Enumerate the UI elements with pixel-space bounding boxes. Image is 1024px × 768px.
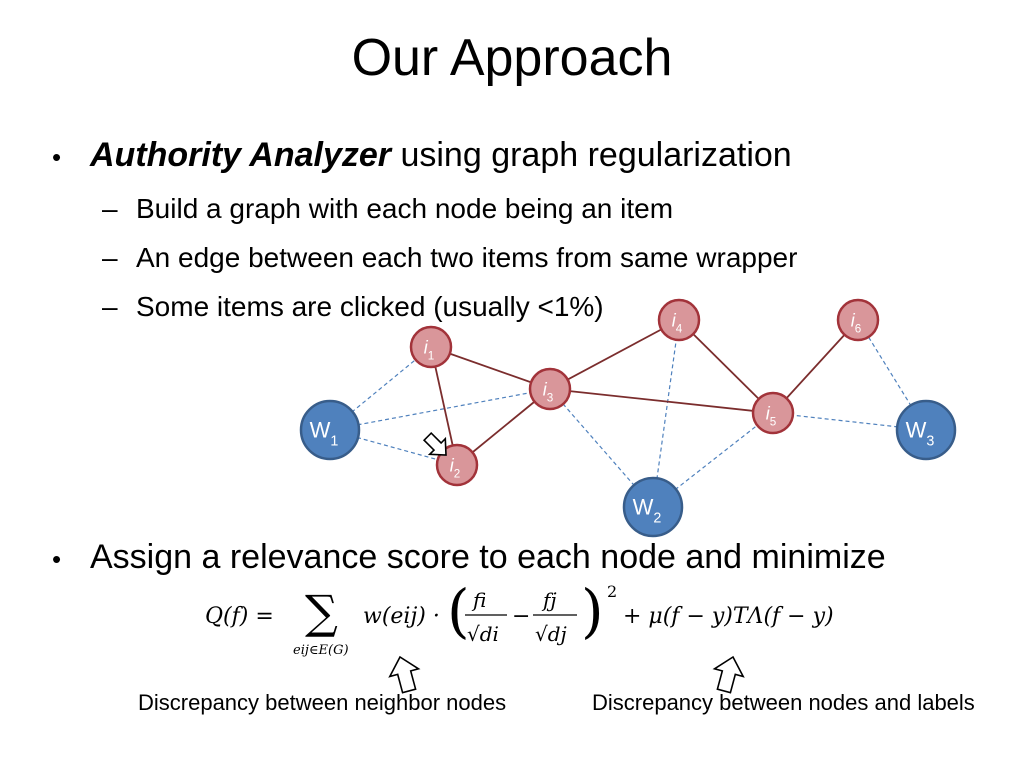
item-node-circle	[836, 298, 880, 342]
item-node-label: i1	[424, 337, 435, 362]
wrapper-node-w1: W1	[299, 399, 361, 461]
item-edge-i3-i5	[549, 388, 774, 414]
sum-symbol: ∑	[305, 585, 338, 639]
item-node-i3: i3	[528, 367, 572, 411]
wrapper-edge-W3-i5	[772, 412, 927, 431]
exponent: 2	[607, 582, 617, 601]
wrapper-node-circle	[622, 476, 684, 538]
label-discrepancy-arrow-icon	[712, 655, 745, 694]
bullet-text-rest: using graph regularization	[391, 136, 792, 174]
bullet-dot: •	[52, 142, 62, 172]
item-node-label: i3	[543, 379, 554, 404]
dash: –	[102, 242, 118, 273]
sub-bullet-text: Build a graph with each node being an it…	[136, 193, 674, 224]
item-edge-i4-i5	[678, 319, 774, 414]
item-node-i5: i5	[751, 391, 795, 435]
bullet-text: Assign a relevance score to each node an…	[90, 538, 886, 576]
item-node-label: i6	[851, 310, 862, 335]
caption-neighbor-discrepancy: Discrepancy between neighbor nodes	[138, 690, 507, 715]
dash: –	[102, 193, 118, 224]
item-node-i1: i1	[409, 325, 453, 369]
wrapper-node-circle	[299, 399, 361, 461]
minus-sign: −	[512, 604, 530, 629]
caption-label-discrepancy: Discrepancy between nodes and labels	[592, 690, 975, 715]
item-node-circle	[657, 298, 701, 342]
sum-subscript: eij∈E(G)	[293, 643, 349, 658]
sub-bullet-3: – Some items are clicked (usually <1%)	[102, 291, 604, 323]
weight-term: w(eij) ·	[363, 604, 440, 629]
bullet-dot: •	[52, 544, 62, 574]
item-node-label: i2	[450, 455, 461, 480]
wrapper-node-label: W2	[633, 495, 662, 527]
item-edge-i3-i4	[549, 319, 680, 390]
bullet-text: Authority Analyzer using graph regulariz…	[90, 136, 792, 175]
objective-formula: Q(f) = ∑ eij∈E(G) w(eij) · ( fi √di − fj…	[205, 582, 834, 658]
frac1-numerator: fi	[471, 588, 486, 612]
slide-title: Our Approach	[351, 29, 673, 87]
neighbor-discrepancy-arrow-icon	[388, 655, 421, 694]
wrapper-node-circle	[895, 399, 957, 461]
bullet-assign-score: • Assign a relevance score to each node …	[52, 538, 886, 577]
wrapper-edge-W2-i3	[549, 388, 654, 508]
frac1-denominator: √di	[467, 622, 499, 646]
item-node-i6: i6	[836, 298, 880, 342]
bullet-authority-analyzer: • Authority Analyzer using graph regular…	[52, 136, 792, 175]
item-node-circle	[751, 391, 795, 435]
left-paren: (	[447, 582, 470, 645]
wrapper-edge-W2-i5	[652, 412, 774, 508]
frac2-denominator: √dj	[535, 622, 567, 646]
clicked-item-arrow-icon	[422, 431, 447, 456]
sub-bullet-2: – An edge between each two items from sa…	[102, 242, 797, 274]
wrapper-node-w2: W2	[622, 476, 684, 538]
item-node-label: i4	[672, 310, 683, 335]
wrapper-node-w3: W3	[895, 399, 957, 461]
sub-bullet-text: An edge between each two items from same…	[136, 242, 798, 273]
item-node-i2: i2	[435, 443, 479, 487]
frac2-numerator: fj	[541, 588, 557, 612]
item-node-circle	[409, 325, 453, 369]
regularization-term: + μ(f − y)TΛ(f − y)	[623, 604, 834, 629]
sub-bullet-1: – Build a graph with each node being an …	[102, 193, 673, 225]
item-node-circle	[435, 443, 479, 487]
item-node-label: i5	[766, 403, 777, 428]
wrapper-edge-W2-i4	[652, 319, 680, 508]
graph-arrows	[388, 431, 745, 694]
formula-lhs: Q(f) =	[205, 604, 274, 629]
right-paren: )	[581, 582, 604, 645]
item-node-i4: i4	[657, 298, 701, 342]
item-node-circle	[528, 367, 572, 411]
dash: –	[102, 291, 118, 322]
sub-bullet-text: Some items are clicked (usually <1%)	[136, 291, 604, 322]
wrapper-node-label: W1	[310, 418, 339, 450]
wrapper-node-label: W3	[906, 418, 935, 450]
authority-analyzer-emphasis: Authority Analyzer	[90, 136, 392, 174]
wrapper-edge-W1-i3	[329, 388, 551, 431]
